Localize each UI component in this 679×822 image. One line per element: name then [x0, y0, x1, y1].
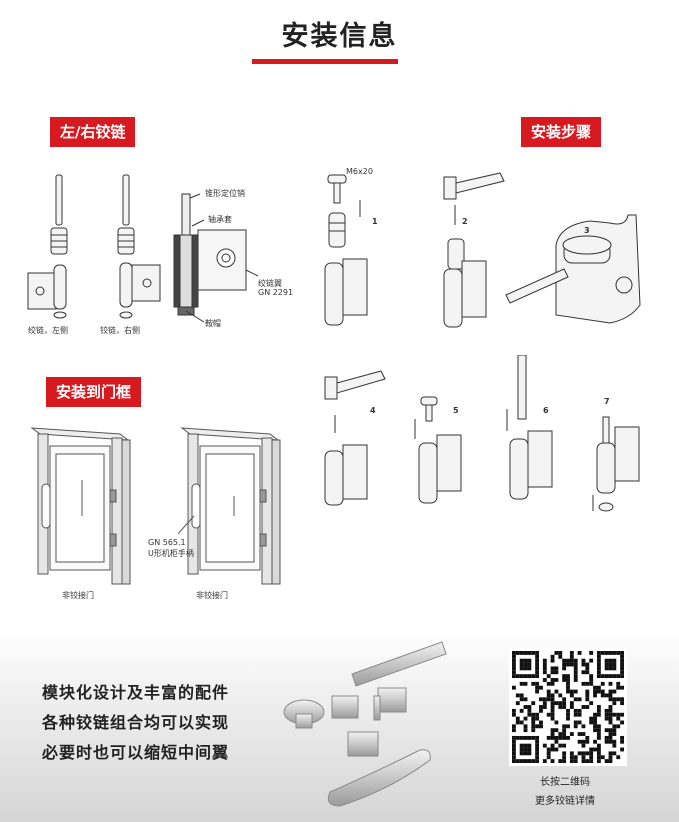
- accessories-product-image: [283, 641, 447, 807]
- section-hinge-label: 左/右铰链: [50, 117, 136, 147]
- screw-size-label: M6x20: [346, 167, 373, 176]
- step-number-2: 2: [462, 217, 468, 226]
- qr-caption-line-1: 长按二维码: [540, 777, 590, 788]
- door-frame-left-illustration: [30, 427, 131, 585]
- bushing-label: 轴承套: [208, 215, 232, 224]
- qr-caption-line-2: 更多铰链详情: [535, 796, 595, 807]
- section-steps-label: 安装步骤: [521, 117, 602, 147]
- step-number-6: 6: [543, 406, 549, 415]
- step-number-5: 5: [453, 406, 459, 415]
- door-frame-right-illustration: [178, 427, 281, 585]
- page-title: 安装信息: [281, 21, 398, 52]
- slogan-line-2: 各种铰链组合均可以实现: [42, 713, 230, 732]
- step-number-4: 4: [370, 406, 376, 415]
- installation-steps-4-7-illustration: [324, 355, 640, 512]
- handle-code-label: GN 565.1: [148, 538, 186, 547]
- slogan-line-1: 模块化设计及丰富的配件: [42, 683, 230, 702]
- door-left-caption: 非铰接门: [62, 591, 94, 600]
- step-number-1: 1: [372, 217, 378, 226]
- wing-label: 绞链翼: [258, 279, 282, 288]
- title-underline: [252, 59, 398, 64]
- installation-steps-1-3-illustration: [324, 172, 641, 328]
- hinge-right-caption: 铰链，右侧: [100, 326, 140, 335]
- section-frame-label: 安装到门框: [46, 377, 142, 407]
- step-number-7: 7: [604, 397, 610, 406]
- qr-code[interactable]: [509, 648, 627, 766]
- hinge-left-caption: 绞链，左侧: [28, 326, 68, 335]
- cap-label: 鞍帽: [205, 319, 221, 328]
- hinge-cross-section-diagram: [173, 193, 259, 323]
- hinge-left-right-illustration: [27, 174, 161, 319]
- step-number-3: 3: [584, 226, 590, 235]
- cone-pin-label: 锥形定位销: [205, 189, 245, 198]
- door-right-caption: 非铰接门: [196, 591, 228, 600]
- handle-name-label: U形机柜手柄: [148, 549, 194, 558]
- slogan-line-3: 必要时也可以缩短中间翼: [42, 743, 230, 762]
- wing-code-label: GN 2291: [258, 288, 294, 297]
- qr-code-pattern: [512, 651, 624, 763]
